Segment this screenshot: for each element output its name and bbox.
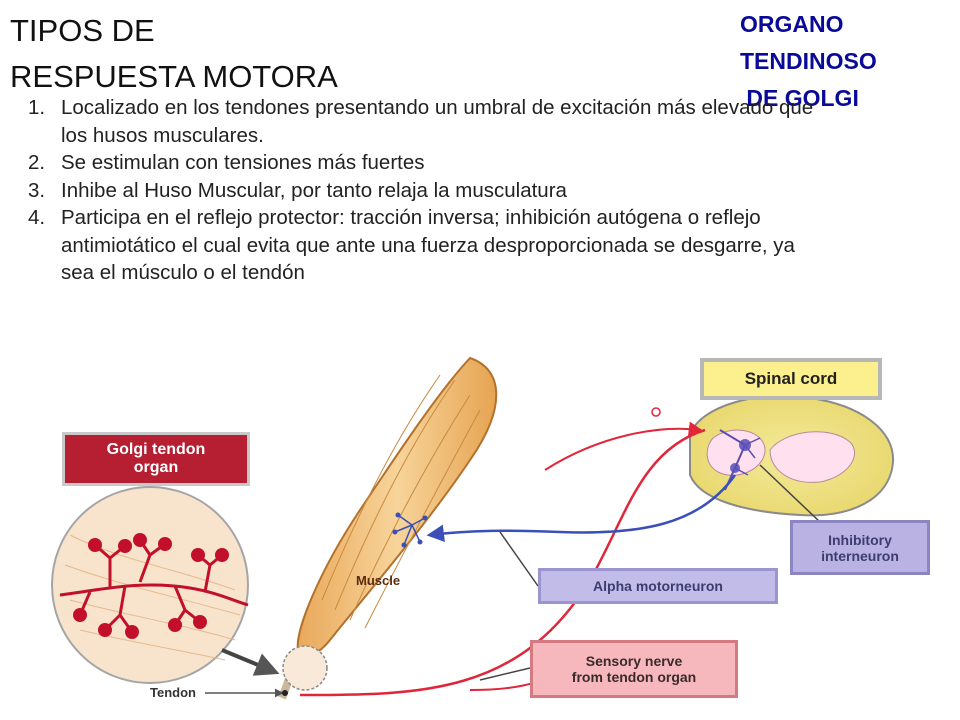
golgi-reflex-diagram: Spinal cord Golgi tendon organ Inhibitor… — [0, 350, 960, 720]
inhibitory-label-line-2: interneuron — [821, 547, 899, 564]
point-item-4: 4. Participa en el reflejo protector: tra… — [28, 204, 818, 287]
slide-title: TIPOS DE RESPUESTA MOTORA — [10, 8, 470, 100]
point-list: 1. Localizado en los tendones presentando… — [28, 94, 818, 287]
point-number: 4. — [28, 206, 46, 229]
side-title-line-3: DE GOLGI — [740, 85, 859, 111]
muscle-illustration — [296, 356, 498, 657]
motor-nerve-path — [426, 474, 737, 542]
alpha-label-text: Alpha motorneuron — [593, 578, 723, 594]
spinal-cord-section — [689, 394, 895, 517]
point-item-3: 3. Inhibe al Huso Muscular, por tanto rel… — [28, 177, 818, 205]
title-line-1: TIPOS DE — [10, 13, 155, 48]
sensory-label-line-2: from tendon organ — [571, 669, 697, 685]
point-text: Participa en el reflejo protector: tracc… — [61, 206, 795, 284]
point-number: 3. — [28, 178, 46, 202]
muscle-label: Muscle — [356, 573, 401, 588]
sensory-nerve-label: Sensory nerve from tendon organ — [530, 640, 738, 698]
title-line-2: RESPUESTA MOTORA — [10, 59, 338, 94]
golgi-organ-magnified — [51, 486, 249, 684]
point-text: Localizado en los tendones presentando u… — [61, 96, 814, 147]
spinal-cord-label: Spinal cord — [700, 358, 882, 400]
point-number: 1. — [28, 96, 46, 119]
side-title-line-2: TENDINOSO — [740, 48, 877, 74]
point-text: Inhibe al Huso Muscular, por tanto relaj… — [61, 178, 567, 202]
spinal-cord-text: Spinal cord — [744, 369, 838, 388]
alpha-motorneuron-label: Alpha motorneuron — [538, 568, 778, 604]
golgi-tendon-organ-label: Golgi tendon organ — [62, 432, 250, 486]
point-item-2: 2. Se estimulan con tensiones más fuertes — [28, 149, 818, 177]
point-item-1: 1. Localizado en los tendones presentando… — [28, 94, 818, 149]
point-text: Se estimulan con tensiones más fuertes — [61, 151, 425, 174]
golgi-label-line-2: organ — [133, 459, 179, 476]
inhibitory-interneuron-label: Inhibitory interneuron — [790, 520, 930, 575]
inhibitory-label-line-1: Inhibitory — [828, 531, 892, 548]
tendon-label: Tendon — [150, 685, 196, 700]
side-title: ORGANO TENDINOSO DE GOLGI — [740, 6, 950, 117]
golgi-label-line-1: Golgi tendon — [106, 441, 206, 458]
sensory-label-line-1: Sensory nerve — [585, 653, 683, 669]
side-title-line-1: ORGANO — [740, 11, 844, 37]
diagram-illustration — [51, 356, 895, 700]
point-number: 2. — [28, 151, 46, 174]
